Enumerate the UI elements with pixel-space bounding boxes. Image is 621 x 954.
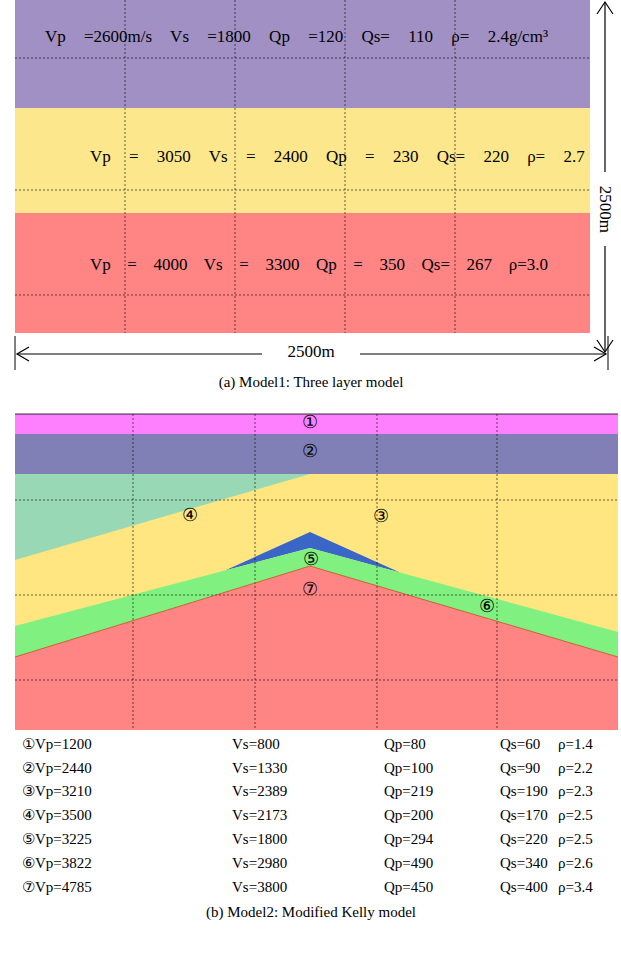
layer-band: Vp = 4000 Vs = 3300 Qp = 350 Qs= 267 ρ=3… [15,213,590,333]
grid-line [255,414,256,730]
region-fill [15,474,310,560]
model-region: ④ [15,414,618,730]
table-cell: Qs=220 [500,831,548,848]
table-cell: ⑥Vp=3822 [22,855,92,872]
extension-line [608,336,609,370]
dimension-line [604,2,605,172]
table-cell: Vs=1800 [232,831,287,848]
region-number: ② [302,442,318,462]
arrowhead [594,347,606,361]
layer-parameters: Vp = 3050 Vs = 2400 Qp = 230 Qs= 220 ρ= … [90,148,585,167]
model-region: ⑥ [15,414,618,730]
grid-line [125,0,126,333]
table-cell: ρ=2.3 [558,783,593,800]
table-cell: ρ=3.4 [558,879,593,896]
region-shape [15,414,618,730]
dimension-label: 2500m [596,185,615,232]
table-cell: Vs=2389 [232,783,287,800]
table-cell: Qp=219 [384,783,433,800]
grid-line [497,414,498,730]
extension-line [15,336,16,370]
region-shape [15,414,618,730]
grid-line [15,295,590,296]
table-cell: Qp=80 [384,736,426,753]
table-cell: Qp=490 [384,855,433,872]
region-number: ⑤ [303,550,319,570]
table-cell: ⑦Vp=4785 [22,879,92,896]
table-cell: Qp=294 [384,831,433,848]
model-region: ① [15,414,618,730]
arrowhead [17,347,29,361]
arrowhead [597,2,613,14]
table-cell: ρ=2.2 [558,760,593,777]
table-cell: ⑤Vp=3225 [22,831,92,848]
region-shape [15,414,618,730]
region-shape [15,414,618,730]
region-number: ① [302,413,318,433]
table-cell: Vs=3800 [232,879,287,896]
table-cell: ρ=2.5 [558,831,593,848]
figure-caption: (b) Model2: Modified Kelly model [206,904,416,921]
table-cell: ρ=1.4 [558,736,593,753]
table-cell: Qp=450 [384,879,433,896]
dimension-label: 2500m [287,343,334,362]
table-cell: ②Vp=2440 [22,760,92,777]
region-fill [225,532,400,573]
dimension-line [360,353,606,354]
region-fill [15,414,618,434]
table-cell: Vs=800 [232,736,280,753]
region-number: ④ [182,506,198,526]
table-cell: Vs=1330 [232,760,287,777]
table-cell: Qs=340 [500,855,548,872]
layer-band: Vp =2600m/s Vs =1800 Qp =120 Qs= 110 ρ= … [15,0,590,108]
layer-parameters: Vp =2600m/s Vs =1800 Qp =120 Qs= 110 ρ= … [45,28,548,47]
grid-line [235,0,236,333]
model-region: ⑤ [15,414,618,730]
model-region: ② [15,414,618,730]
grid-line [345,0,346,333]
region-shape [15,414,618,730]
region-fill [15,566,618,730]
region-shape [15,414,618,730]
table-cell: ρ=2.6 [558,855,593,872]
grid-line [15,595,618,596]
table-cell: ③Vp=3210 [22,783,92,800]
grid-line [15,500,618,501]
grid-line [15,680,618,681]
grid-line [133,414,134,730]
model-border [15,414,618,415]
region-number: ③ [373,507,389,527]
grid-line [455,0,456,333]
table-cell: Qs=170 [500,807,548,824]
region-number: ⑥ [479,597,495,617]
table-cell: ①Vp=1200 [22,736,92,753]
region-number: ⑦ [302,580,318,600]
table-cell: Qs=190 [500,783,548,800]
table-cell: Vs=2980 [232,855,287,872]
region-fill [15,474,618,730]
layer-band: Vp = 3050 Vs = 2400 Qp = 230 Qs= 220 ρ= … [15,108,590,213]
arrowhead [597,340,613,352]
table-cell: Vs=2173 [232,807,287,824]
table-cell: ρ=2.5 [558,807,593,824]
region-fill [15,434,618,474]
region-fill [15,548,618,657]
table-cell: Qs=400 [500,879,548,896]
table-cell: Qs=60 [500,736,540,753]
table-cell: ④Vp=3500 [22,807,92,824]
dimension-line [17,353,262,354]
grid-line [15,58,590,59]
model-region: ⑦ [15,414,618,730]
grid-line [377,414,378,730]
boundary-line [15,566,618,657]
table-cell: Qp=200 [384,807,433,824]
model-region: ③ [15,414,618,730]
dimension-line [604,246,605,352]
table-cell: Qs=90 [500,760,540,777]
grid-line [15,190,590,191]
figure-caption: (a) Model1: Three layer model [219,374,404,391]
layer-parameters: Vp = 4000 Vs = 3300 Qp = 350 Qs= 267 ρ=3… [90,256,548,275]
region-shape [15,414,618,730]
table-cell: Qp=100 [384,760,433,777]
